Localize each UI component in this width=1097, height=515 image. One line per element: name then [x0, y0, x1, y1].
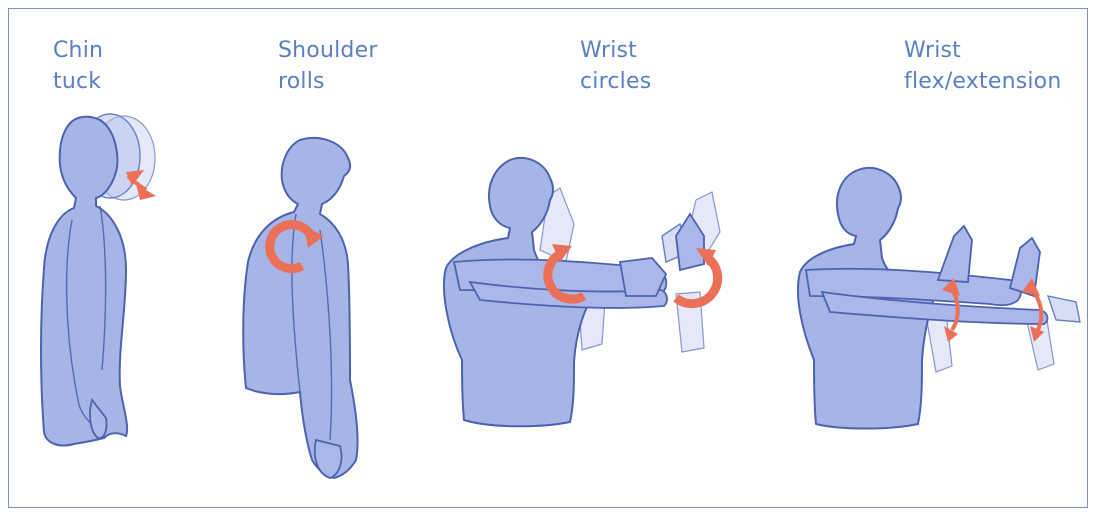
wrist-circles-figure	[444, 158, 720, 426]
chin-tuck-figure	[41, 114, 155, 446]
shoulder-rolls-figure	[243, 138, 357, 478]
